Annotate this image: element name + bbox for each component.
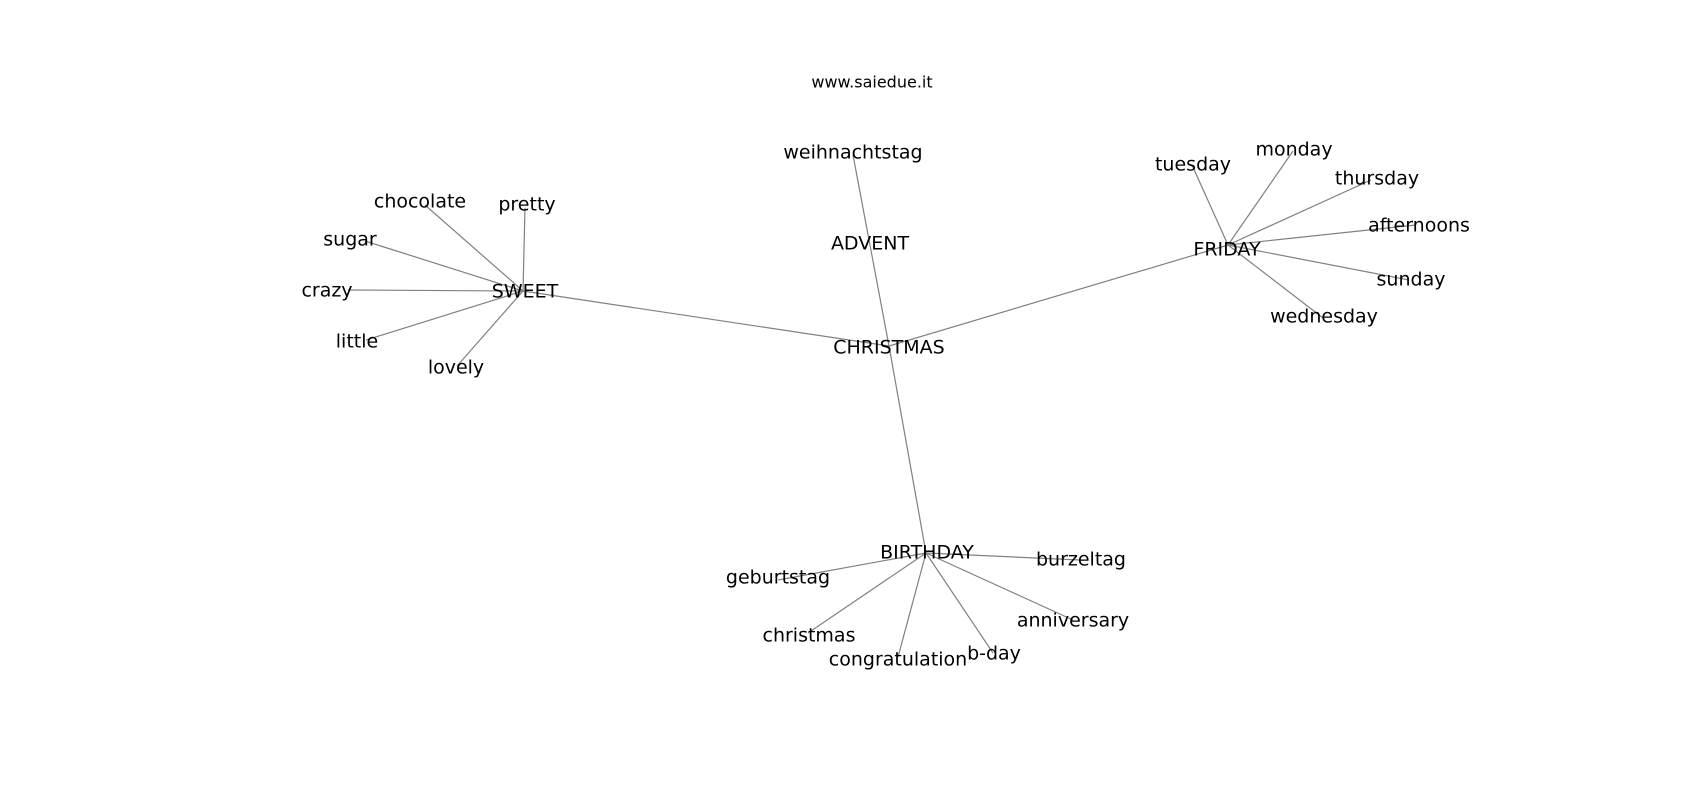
edge-birthday-b-day: [925, 552, 994, 654]
edge-friday-wednesday: [1227, 244, 1324, 319]
node-thursday: thursday: [1335, 168, 1419, 190]
edge-friday-afternoons: [1227, 224, 1417, 246]
node-weihnachtstag: weihnachtstag: [783, 142, 922, 164]
edge-sweet-pretty: [522, 207, 526, 292]
node-advent: ADVENT: [831, 233, 910, 255]
edge-sweet-chocolate: [424, 204, 524, 292]
edge-birthday-burzeltag: [925, 552, 1081, 561]
node-sweet: SWEET: [492, 281, 559, 303]
edge-birthday-anniversary: [925, 552, 1074, 621]
edge-christmas-weihnachtstag: [852, 154, 890, 347]
edge-sweet-lovely: [456, 290, 524, 367]
edge-sweet-crazy: [347, 289, 524, 292]
edge-friday-monday: [1227, 150, 1294, 246]
node-tuesday: tuesday: [1155, 154, 1231, 176]
edge-friday-thursday: [1227, 179, 1372, 246]
site-caption: www.saiedue.it: [811, 73, 932, 92]
node-burzeltag: burzeltag: [1036, 549, 1126, 571]
edge-birthday-congratulation: [897, 552, 927, 658]
node-little: little: [336, 331, 378, 353]
node-birthday: BIRTHDAY: [880, 542, 974, 564]
edge-sweet-sugar: [364, 240, 524, 292]
node-wednesday: wednesday: [1270, 306, 1378, 328]
edge-friday-tuesday: [1191, 164, 1229, 246]
node-pretty: pretty: [498, 194, 555, 216]
node-lovely: lovely: [428, 357, 484, 379]
edge-christmas-birthday: [888, 345, 927, 554]
node-geburtstag: geburtstag: [726, 567, 830, 589]
node-afternoons: afternoons: [1368, 215, 1470, 237]
node-chocolate: chocolate: [374, 191, 466, 213]
node-sunday: sunday: [1377, 269, 1446, 291]
node-friday: FRIDAY: [1193, 239, 1261, 261]
graph-edges: [347, 150, 1417, 658]
edge-christmas-friday: [888, 244, 1229, 347]
edge-christmas-sweet: [522, 290, 890, 347]
edge-sweet-little: [365, 290, 524, 341]
edge-birthday-christmas: [807, 552, 927, 634]
node-christmas-leaf: christmas: [763, 625, 856, 647]
node-b-day: b-day: [967, 643, 1021, 665]
graph-labels: www.saiedue.it CHRISTMAS SWEET FRIDAY BI…: [301, 73, 1469, 671]
node-congratulation: congratulation: [829, 649, 967, 671]
node-anniversary: anniversary: [1017, 610, 1129, 632]
edge-friday-sunday: [1227, 244, 1410, 281]
node-christmas-hub: CHRISTMAS: [833, 337, 944, 359]
edge-birthday-geburtstag: [777, 552, 927, 581]
node-monday: monday: [1255, 139, 1332, 161]
node-sugar: sugar: [323, 229, 377, 251]
node-crazy: crazy: [301, 280, 352, 302]
